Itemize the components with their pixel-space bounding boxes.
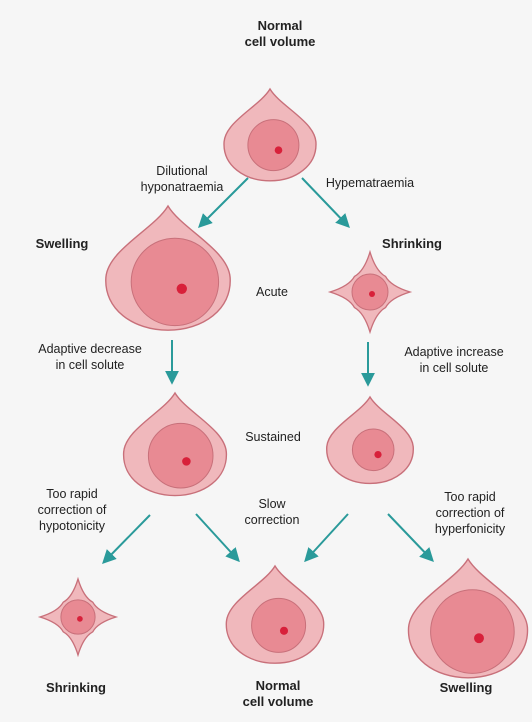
top-normal-cell <box>224 89 316 181</box>
bottom-swelling-cell-nucleus <box>431 590 515 674</box>
swelling-top-label: Swelling <box>36 236 89 251</box>
arrow-too-rapid-hyper <box>388 514 432 560</box>
bottom-swelling-label: Swelling <box>440 680 493 695</box>
top-normal-cell-nucleus <box>248 120 299 171</box>
bottom-normal-cell <box>226 566 323 663</box>
arrow-slow-hyper <box>306 514 348 560</box>
slow-correction-label-1: Slow <box>258 497 285 512</box>
sustained-hypo-cell <box>124 393 227 496</box>
too-rapid-hyper-label-2: correction of <box>436 506 505 521</box>
bottom-shrinking-cell-nucleolus <box>77 616 83 622</box>
bottom-shrinking-cell <box>40 579 116 655</box>
sustained-hyper-cell <box>327 397 414 483</box>
adaptive-decrease-label-1: Adaptive decrease <box>38 342 142 357</box>
bottom-shrinking-label: Shrinking <box>46 680 106 695</box>
bottom-normal-label-1: Normal <box>256 678 301 693</box>
dilutional-label-1: Dilutional <box>156 164 207 179</box>
hypernatraemia-label: Hypematraemia <box>326 176 414 191</box>
too-rapid-hypo-label-3: hypotonicity <box>39 519 105 534</box>
too-rapid-hypo-label-2: correction of <box>38 503 107 518</box>
sustained-hypo-cell-nucleus <box>148 423 213 488</box>
sustained-hyper-cell-nucleus <box>352 429 394 471</box>
acute-label: Acute <box>256 285 288 300</box>
too-rapid-hypo-label-1: Too rapid <box>46 487 97 502</box>
slow-correction-label-2: correction <box>245 513 300 528</box>
bottom-swelling-cell-nucleolus <box>474 633 484 643</box>
top-normal-label-2: cell volume <box>245 34 316 49</box>
acute-shrinking-cell <box>330 252 410 332</box>
acute-swelling-cell-nucleus <box>131 238 218 325</box>
shrinking-top-label: Shrinking <box>382 236 442 251</box>
dilutional-label-2: hyponatraemia <box>141 180 224 195</box>
arrow-too-rapid-hypo <box>104 515 150 562</box>
adaptive-increase-label-1: Adaptive increase <box>404 345 503 360</box>
top-normal-cell-nucleolus <box>275 146 283 154</box>
top-normal-label-1: Normal <box>258 18 303 33</box>
acute-swelling-cell <box>106 206 230 330</box>
acute-shrinking-cell-nucleolus <box>369 291 375 297</box>
sustained-hypo-cell-nucleolus <box>182 457 191 466</box>
arrow-slow-hypo <box>196 514 238 560</box>
too-rapid-hyper-label-1: Too rapid <box>444 490 495 505</box>
adaptive-decrease-label-2: in cell solute <box>56 358 125 373</box>
bottom-normal-cell-nucleolus <box>280 627 288 635</box>
bottom-normal-label-2: cell volume <box>243 694 314 709</box>
too-rapid-hyper-label-3: hyperfonicity <box>435 522 505 537</box>
bottom-normal-cell-nucleus <box>252 598 306 652</box>
acute-swelling-cell-nucleolus <box>177 284 187 294</box>
adaptive-increase-label-2: in cell solute <box>420 361 489 376</box>
sustained-hyper-cell-nucleolus <box>374 451 381 458</box>
sustained-label: Sustained <box>245 430 301 445</box>
bottom-swelling-cell <box>408 559 527 678</box>
